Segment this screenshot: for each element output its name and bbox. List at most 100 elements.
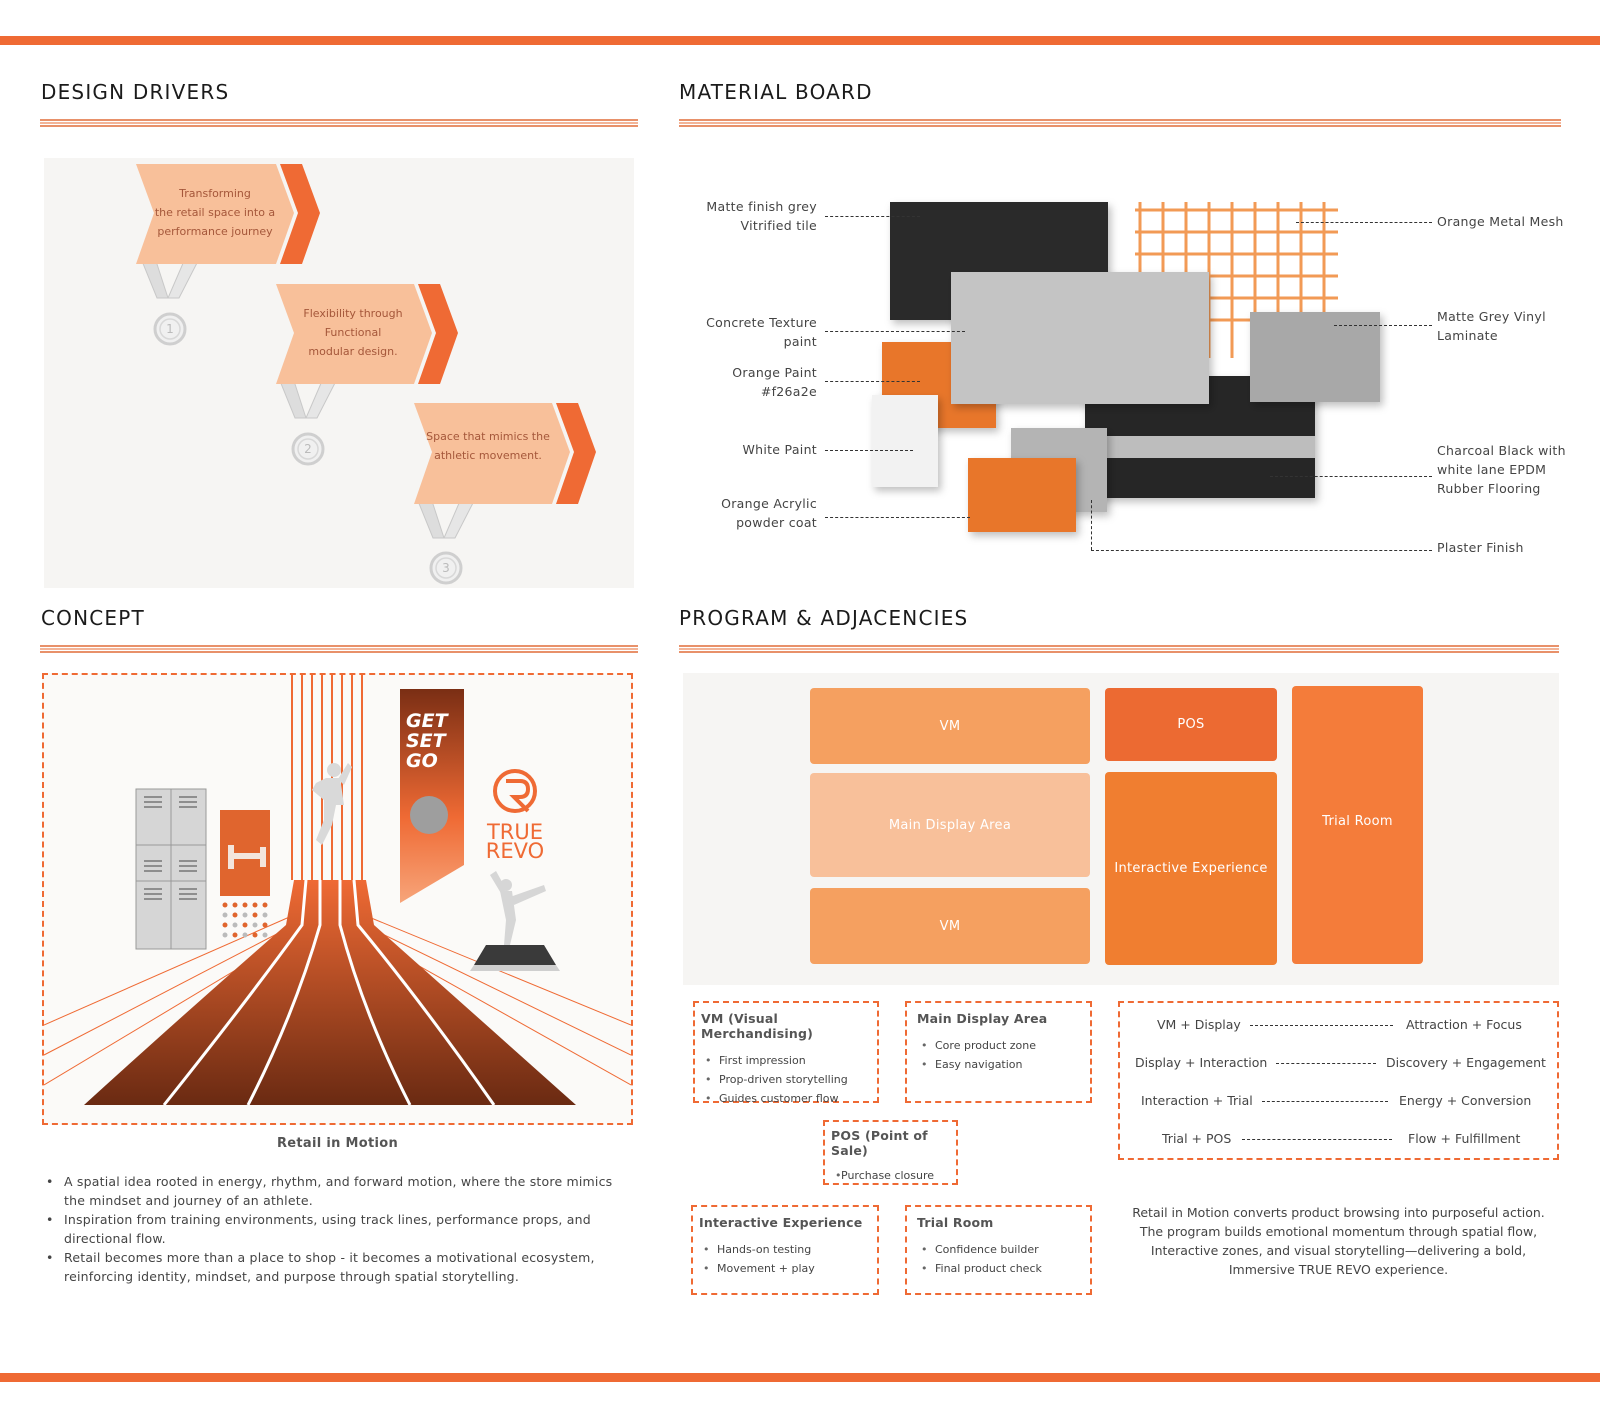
orange-acrylic-swatch: [968, 458, 1076, 532]
box-pos-title: POS (Point of Sale): [831, 1128, 928, 1158]
block-vm-bottom: VM: [810, 888, 1090, 964]
grey-vinyl-swatch: [1250, 312, 1380, 402]
leader-plaster: [1091, 550, 1432, 551]
box-trial-room-title: Trial Room: [917, 1215, 994, 1230]
concrete-paint-swatch: [951, 272, 1209, 404]
relation-from: Trial + POS: [1162, 1131, 1232, 1146]
program-rule: [679, 645, 1559, 653]
get-set-go-banner: [400, 689, 464, 903]
material-swatches: [872, 202, 1380, 532]
program-heading: PROGRAM & ADJACENCIES: [679, 606, 969, 630]
driver-1-medal-icon: [141, 260, 199, 346]
block-pos: POS: [1105, 688, 1277, 761]
block-interactive: Interactive Experience: [1105, 772, 1277, 965]
climber-figure-icon: [312, 763, 352, 845]
material-board-heading: MATERIAL BOARD: [679, 80, 873, 104]
relation-to: Discovery + Engagement: [1386, 1055, 1546, 1070]
box-vm: VM (Visual Merchandising) First impressi…: [693, 1001, 879, 1108]
banner-ball-icon: [410, 796, 448, 834]
leader-mesh: [1296, 222, 1432, 223]
driver-2-medal-icon: [279, 380, 337, 466]
relation-line: [1262, 1101, 1388, 1102]
bottom-accent-bar: [0, 1373, 1600, 1382]
box-main-display-title: Main Display Area: [917, 1011, 1048, 1026]
concept-illustration-frame: GET SET GO TRUE REVO: [42, 673, 633, 1125]
banner-text-1: GET: [406, 710, 450, 732]
concept-bullet: Retail becomes more than a place to shop…: [42, 1248, 634, 1286]
driver-1-chevron: [136, 164, 294, 264]
relation-from: Display + Interaction: [1135, 1055, 1268, 1070]
concept-illustration: GET SET GO TRUE REVO: [44, 675, 631, 1106]
yoga-figure-icon: [490, 871, 546, 945]
top-accent-bar: [0, 36, 1600, 45]
relation-line: [1276, 1063, 1376, 1064]
logo-text-revo: REVO: [486, 839, 544, 863]
box-interactive: Interactive Experience Hands-on testingM…: [691, 1205, 879, 1295]
leader-white-paint: [825, 450, 913, 451]
concept-bullet: A spatial idea rooted in energy, rhythm,…: [42, 1172, 634, 1210]
relation-to: Energy + Conversion: [1399, 1093, 1532, 1108]
relation-line: [1250, 1025, 1393, 1026]
relation-to: Attraction + Focus: [1406, 1017, 1522, 1032]
leader-orange-paint: [825, 381, 920, 382]
true-revo-logo-icon: [493, 769, 537, 813]
driver-3-number: 3: [442, 561, 450, 575]
concept-bullets: A spatial idea rooted in energy, rhythm,…: [42, 1172, 634, 1286]
driver-1-number: 1: [166, 322, 174, 336]
leader-tile: [825, 216, 920, 217]
vertical-stripes: [291, 675, 363, 880]
driver-2-chevron: [276, 284, 432, 384]
label-orange-mesh: Orange Metal Mesh: [1437, 214, 1564, 229]
plinth: [474, 945, 556, 965]
concept-heading: CONCEPT: [41, 606, 145, 630]
lockers-icon: [135, 788, 207, 950]
leader-vinyl: [1334, 325, 1432, 326]
box-interactive-title: Interactive Experience: [699, 1215, 863, 1230]
concept-rule: [40, 645, 638, 653]
leader-concrete: [825, 331, 965, 332]
drivers-graphic: 1 2 3: [136, 164, 596, 585]
block-main-display: Main Display Area: [810, 773, 1090, 877]
leader-plaster-vertical: [1091, 500, 1092, 550]
relation-to: Flow + Fulfillment: [1408, 1131, 1521, 1146]
poster-dots: [222, 902, 268, 938]
box-vm-title: VM (Visual Merchandising): [701, 1011, 814, 1041]
relations-box: [1118, 1001, 1559, 1160]
design-drivers-rule: [40, 119, 638, 127]
driver-3-arrow: [556, 403, 596, 504]
concept-caption: Retail in Motion: [276, 1136, 398, 1151]
label-orange-paint: Orange Paint#f26a2e: [732, 365, 817, 399]
concept-bullet: Inspiration from training environments, …: [42, 1210, 634, 1248]
label-plaster: Plaster Finish: [1437, 540, 1524, 555]
box-trial-room: Trial Room Confidence builderFinal produ…: [905, 1205, 1092, 1295]
driver-3-chevron: [414, 403, 570, 504]
leader-acrylic: [825, 517, 970, 518]
logo-text-true: TRUE: [486, 820, 543, 844]
block-trial-room: Trial Room: [1292, 686, 1423, 964]
box-pos: POS (Point of Sale) Purchase closure: [823, 1120, 958, 1185]
epdm-white-lane: [1085, 436, 1315, 458]
track-lanes: [162, 879, 496, 1106]
relation-from: VM + Display: [1157, 1017, 1241, 1032]
relation-line: [1242, 1139, 1392, 1140]
driver-2-number: 2: [304, 442, 312, 456]
relation-from: Interaction + Trial: [1141, 1093, 1253, 1108]
dumbbell-icon: [228, 845, 266, 869]
material-board-rule: [679, 119, 1561, 127]
design-drivers-heading: DESIGN DRIVERS: [41, 80, 230, 104]
driver-2-arrow: [418, 284, 458, 384]
banner-text-2: SET: [406, 730, 448, 752]
white-paint-swatch: [872, 395, 938, 487]
banner-text-3: GO: [406, 750, 438, 772]
driver-1-arrow: [280, 164, 320, 264]
label-white-paint: White Paint: [742, 442, 817, 457]
